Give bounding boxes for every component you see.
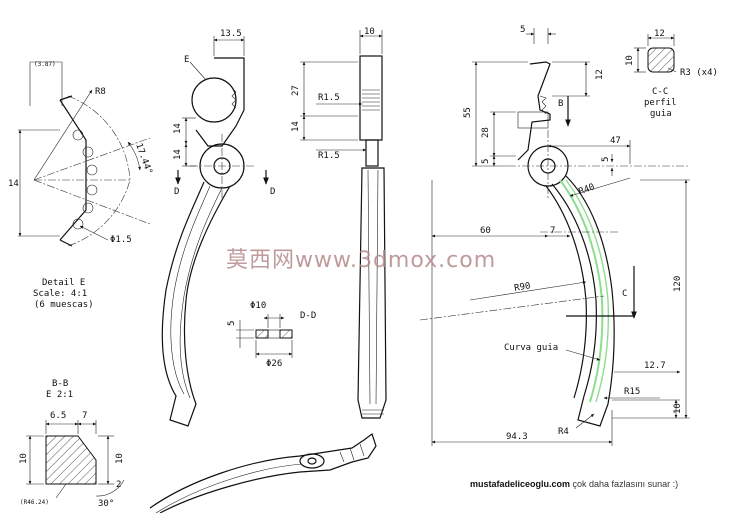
dim-text: 7 [82,411,87,421]
section-cc-view: 12 10 R3 (x4) C-C perfil guia [625,29,718,119]
dim-text: 120 [673,276,683,292]
detail-e-scale: Scale: 4:1 [33,289,87,299]
dim-text: 14 [173,123,183,134]
dim-text: R3 (x4) [680,68,718,78]
dim-text: 30° [98,499,114,509]
iso-part-view [149,433,377,513]
dim-text: 28 [481,127,491,138]
dim-text: 47 [610,136,621,146]
dim-text: 14 [291,121,301,132]
section-bb-scale: E 2:1 [46,390,73,400]
front-view: 10 27 14 R1.5 R1.5 [291,27,387,419]
dim-text: 12 [595,69,605,80]
dim-text: R15 [624,387,640,397]
dim-text: R8 [95,87,106,97]
dim-text: R4 [558,427,569,437]
dim-text: R90 [514,281,532,294]
section-cc-label: perfil [644,98,677,108]
dim-text: R40 [577,182,596,197]
dim-text: R1.5 [318,151,340,161]
dim-text: 17.44° [133,142,154,176]
dim-text: 94.3 [506,432,528,442]
dim-text: 55 [463,107,473,118]
footer-credit: mustafadeliceoglu.com çok daha fazlasını… [470,479,678,489]
dim-text: 12 [654,29,665,39]
dim-text: 10 [19,453,29,464]
section-dd-title: D-D [300,311,316,321]
dim-text: 60 [480,226,491,236]
section-bb-title: B-B [52,379,68,389]
dim-text: 10 [115,453,125,464]
curve-label: Curva guia [504,343,558,353]
detail-e-view: (3.87) R8 17.44° 14 Φ1.5 Detail E Scale:… [8,61,154,310]
dim-text: 13.5 [220,29,242,39]
dim-text: 6.5 [50,411,66,421]
dim-text: 12.7 [644,361,666,371]
watermark-text: 莫西网www.3dmox.com [226,248,497,273]
detail-callout: E [184,55,189,65]
dim-text: 5 [227,321,237,326]
dim-text: 10 [673,403,683,414]
dim-text: 14 [173,149,183,160]
dim-text: 14 [8,179,19,189]
section-dd-view: Φ10 D-D 5 Φ26 [227,301,316,369]
dim-text: 27 [291,85,301,96]
section-mark: D [174,187,179,197]
footer-text: çok daha fazlasını sunar :) [570,479,679,489]
detail-e-title: Detail E [42,278,85,288]
section-cc-title: C-C [652,87,668,97]
side-view-lever: 13.5 E 14 14 D D [161,29,275,427]
dim-text: 10 [364,27,375,37]
dim-text: (R46.24) [20,499,49,506]
detail-e-note: (6 muescas) [34,300,94,310]
dim-text: R1.5 [318,93,340,103]
dim-text: 10 [625,55,635,66]
section-cc-label: guia [650,109,672,119]
main-view-lever: 5 12 55 B 28 5 47 5 R40 60 7 R90 C 120 C… [419,25,690,446]
section-bb-view: B-B E 2:1 6.5 7 10 10 2 30° (R46.24) [19,379,125,509]
section-mark: C [622,289,627,299]
dim-text: Φ10 [250,301,266,311]
dim-text: (3.87) [34,61,56,68]
dim-text: Φ26 [266,359,282,369]
dim-text: Φ1.5 [110,235,132,245]
dim-text: 7 [550,226,555,236]
dim-text: 5 [481,159,491,164]
footer-site[interactable]: mustafadeliceoglu.com [470,479,571,489]
section-mark: D [270,187,275,197]
dim-text: 2 [116,480,121,490]
dim-text: 5 [520,25,525,35]
section-mark: B [558,99,563,109]
dim-text: 5 [601,157,611,162]
